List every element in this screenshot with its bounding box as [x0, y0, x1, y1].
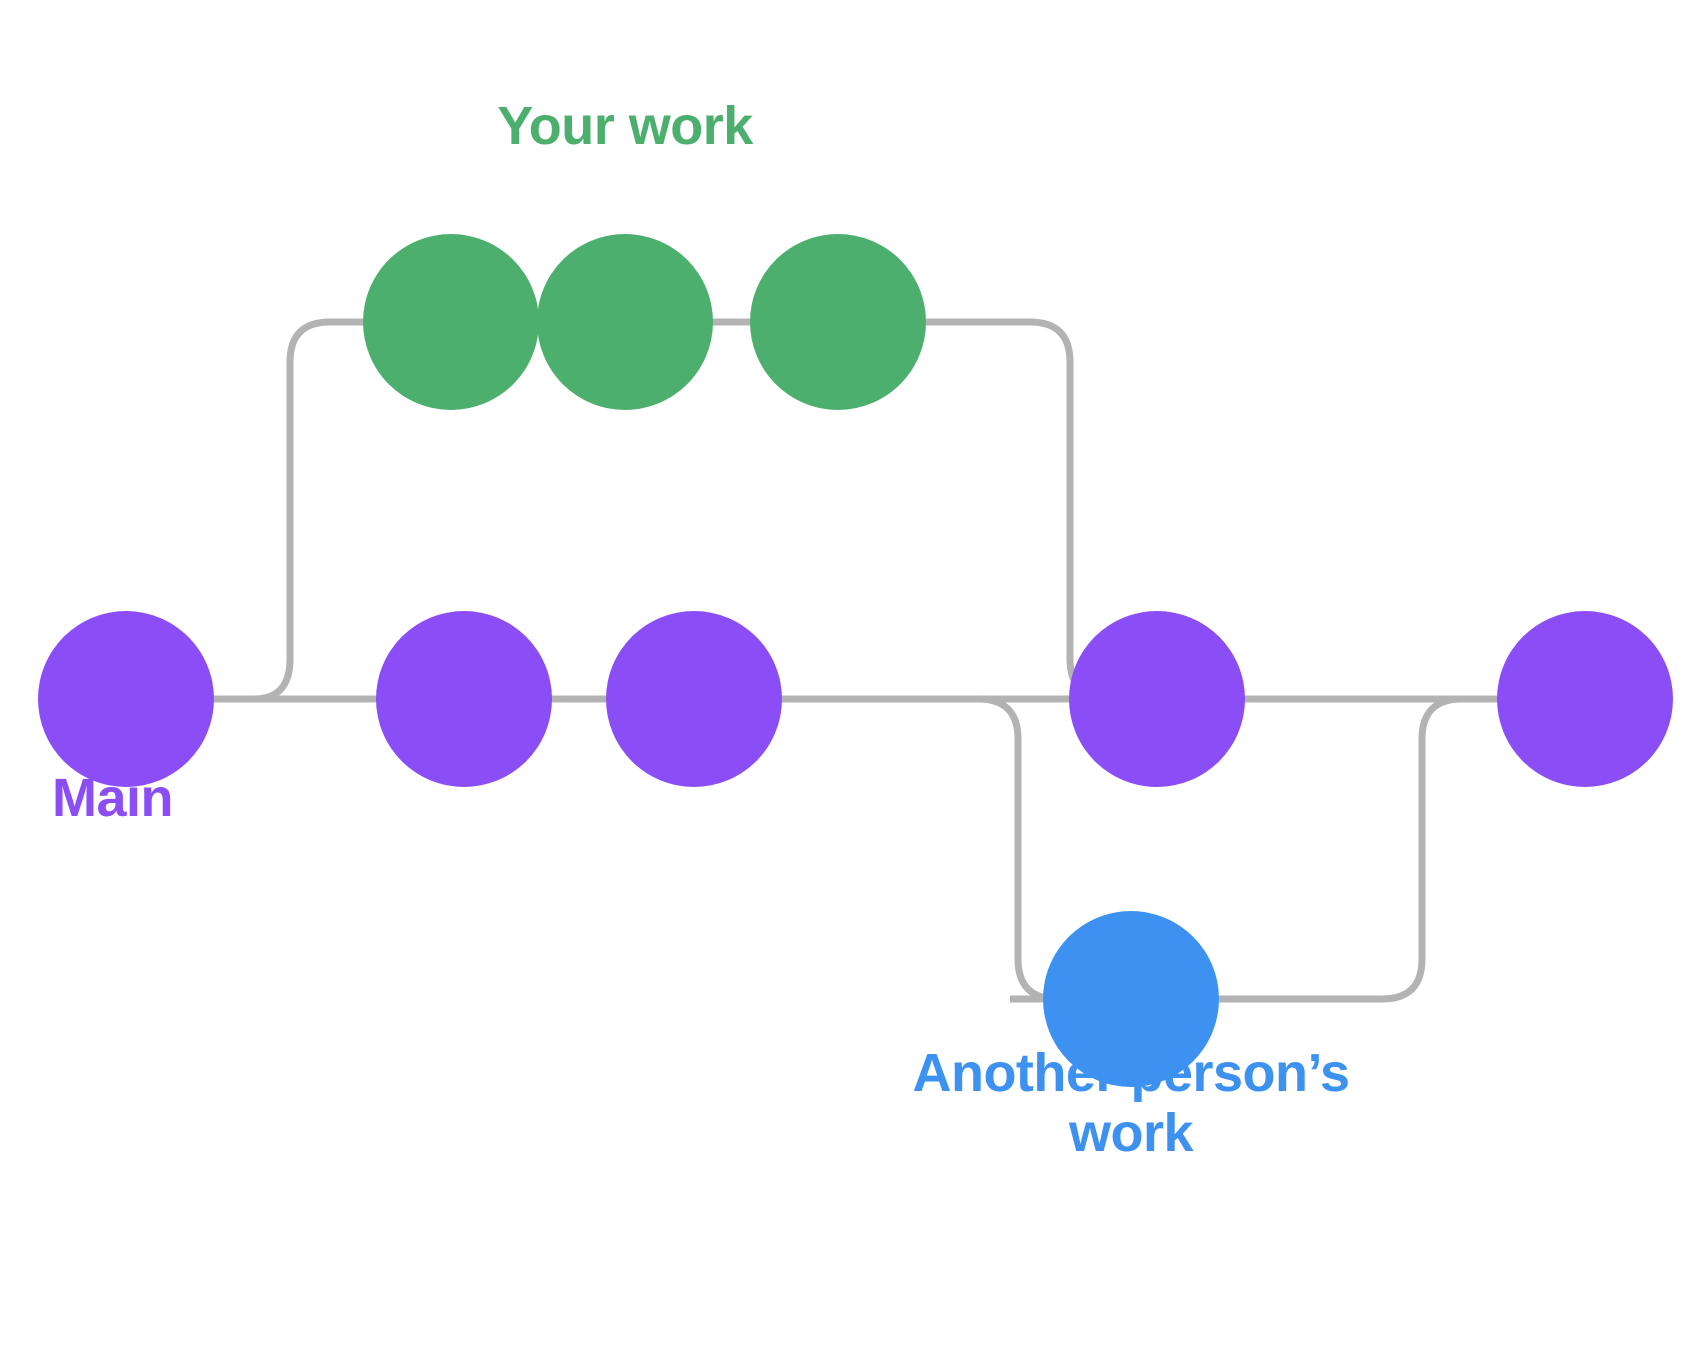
branch-label-main: Main	[52, 768, 174, 828]
branch-label-another-person-line1: Another person’s	[912, 1043, 1350, 1103]
commit-node-main-1[interactable]	[38, 611, 214, 787]
branch-out-your-work-elbow	[250, 318, 372, 703]
branch-label-another-person-line2: work	[1068, 1103, 1194, 1164]
commit-node-main-4[interactable]	[1069, 611, 1245, 787]
commit-node-another-person-1[interactable]	[1043, 911, 1219, 1087]
commit-node-main-3[interactable]	[606, 611, 782, 787]
commit-nodes	[38, 234, 1673, 1087]
branch-label-your-work: Your work	[497, 96, 753, 156]
commit-node-main-5[interactable]	[1497, 611, 1673, 787]
branch-out-another-person-elbow	[960, 695, 1059, 1003]
commit-node-main-2[interactable]	[376, 611, 552, 787]
commit-node-your-work-2[interactable]	[537, 234, 713, 410]
commit-node-your-work-1[interactable]	[363, 234, 539, 410]
commit-node-your-work-3[interactable]	[750, 234, 926, 410]
merge-another-person-into-main-elbow	[1216, 695, 1500, 1003]
